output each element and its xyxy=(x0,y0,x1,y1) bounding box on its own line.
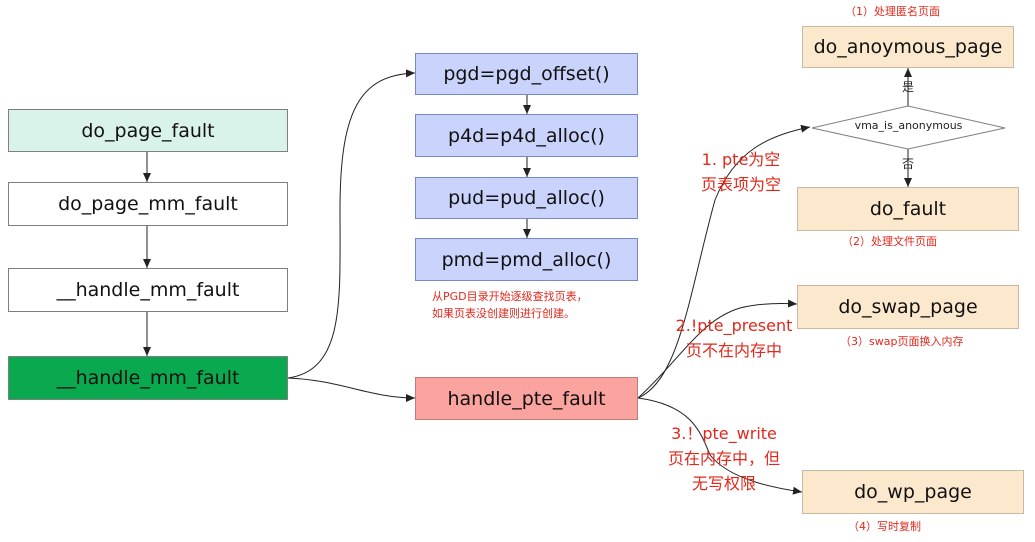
branch-1-line1: 1. pte为空 xyxy=(701,150,781,169)
branch-3-line1: 3.！pte_write xyxy=(671,424,777,443)
decision-diamond xyxy=(811,105,1006,150)
branch-2-label: 2.!pte_present 页不在内存中 xyxy=(668,313,800,363)
node-pud-alloc: pud=pud_alloc() xyxy=(415,177,638,219)
node-p4d-alloc: p4d=p4d_alloc() xyxy=(415,114,638,157)
node-do-page-fault: do_page_fault xyxy=(8,109,288,152)
node-handle-mm-fault: __handle_mm_fault xyxy=(8,268,288,312)
node-handle-mm-fault-active: __handle_mm_fault xyxy=(8,356,288,400)
branch-2-line2: 页不在内存中 xyxy=(685,341,782,360)
arrow-n4-hpf xyxy=(287,377,416,402)
decision-no: 否 xyxy=(902,157,915,171)
anon-note: （1）处理匿名页面 xyxy=(845,5,940,18)
branch-3-label: 3.！pte_write 页在内存中，但 无写权限 xyxy=(654,421,794,496)
node-pgd-offset: pgd=pgd_offset() xyxy=(415,53,638,95)
wp-note: （4）写时复制 xyxy=(848,520,921,533)
node-do-page-mm-fault: do_page_mm_fault xyxy=(8,182,288,226)
node-do-swap-page: do_swap_page xyxy=(797,285,1019,329)
branch-1-label: 1. pte为空 页表项为空 xyxy=(686,147,796,197)
node-do-wp-page: do_wp_page xyxy=(802,470,1024,514)
arrow-hpf-decision xyxy=(637,124,811,399)
node-pmd-alloc: pmd=pmd_alloc() xyxy=(415,238,638,281)
branch-1-line2: 页表项为空 xyxy=(700,175,781,194)
page-table-note-line2: 如果页表没创建则进行创建。 xyxy=(432,307,575,320)
arrow-hpf-wp xyxy=(637,397,803,495)
branch-3-line2: 页在内存中，但 xyxy=(667,449,780,468)
node-do-fault: do_fault xyxy=(797,187,1019,231)
branch-3-line3: 无写权限 xyxy=(691,474,756,493)
decision-label: vma_is_anonymous xyxy=(854,119,963,132)
page-table-note-line1: 从PGD目录开始逐级查找页表， xyxy=(432,290,588,303)
fault-note: （2）处理文件页面 xyxy=(842,235,937,248)
node-handle-pte-fault: handle_pte_fault xyxy=(415,377,638,420)
arrow-hpf-swap xyxy=(637,299,798,399)
decision-yes: 是 xyxy=(902,80,915,94)
swap-note: （3）swap页面换入内存 xyxy=(840,335,964,348)
node-do-anoymous-page: do_anoymous_page xyxy=(802,26,1014,68)
arrow-n4-pgd xyxy=(287,69,416,379)
branch-2-line1: 2.!pte_present xyxy=(675,316,793,335)
